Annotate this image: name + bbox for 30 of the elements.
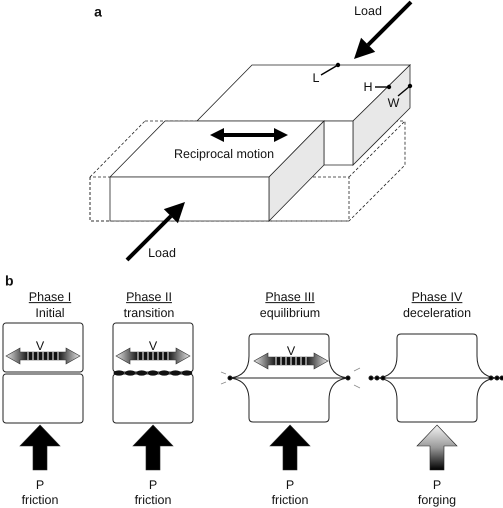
label-text: friction bbox=[272, 494, 308, 508]
label-text: V bbox=[36, 340, 44, 354]
label-text: Reciprocal motion bbox=[174, 148, 274, 162]
dimension-label: L bbox=[311, 71, 321, 85]
label-text: V bbox=[286, 345, 296, 359]
label-text: P bbox=[286, 479, 294, 493]
label-text: Initial bbox=[35, 307, 65, 321]
label-text: forging bbox=[418, 494, 456, 508]
dimension-label: H bbox=[362, 80, 374, 94]
label-text: transition bbox=[124, 307, 174, 321]
label-text: V bbox=[148, 340, 158, 354]
phase-heading: Phase II bbox=[126, 291, 172, 305]
label-text: Load bbox=[148, 247, 176, 261]
label-text: equilibrium bbox=[260, 307, 320, 321]
phase-heading: Phase I bbox=[28, 291, 72, 305]
phase-heading: Phase IV bbox=[412, 291, 462, 305]
label-text: Load bbox=[354, 5, 382, 19]
leader-line bbox=[398, 84, 412, 97]
dimension-label: W bbox=[387, 96, 400, 110]
leader-line bbox=[375, 84, 392, 90]
panel-label: b bbox=[5, 273, 14, 289]
phase-heading: Phase III bbox=[265, 291, 315, 305]
label-text: P bbox=[36, 479, 44, 493]
label-text: deceleration bbox=[402, 307, 472, 321]
panel-label: a bbox=[94, 4, 102, 20]
label-text: P bbox=[432, 479, 442, 493]
label-text: friction bbox=[134, 494, 172, 508]
label-text: P bbox=[148, 479, 158, 493]
leader-line bbox=[320, 62, 340, 76]
label-text: friction bbox=[22, 494, 58, 508]
